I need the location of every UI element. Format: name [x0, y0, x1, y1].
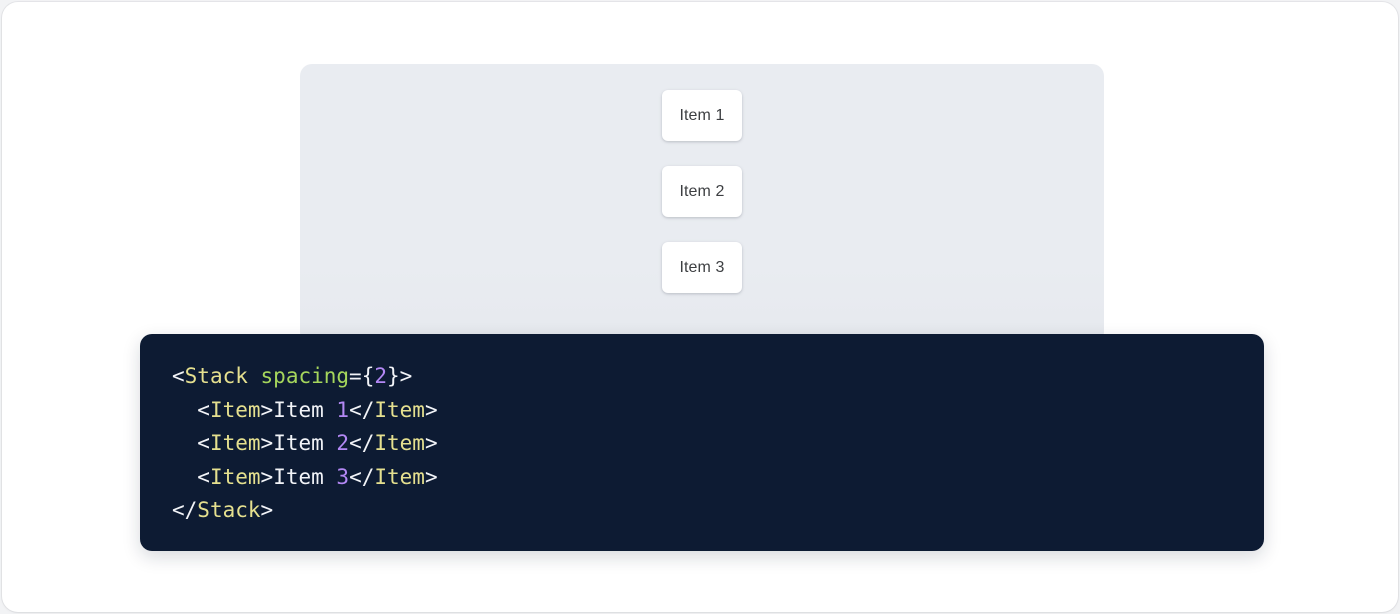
code-token-punct: >: [399, 364, 413, 388]
code-token-punct: >: [260, 397, 274, 422]
code-token-text: Item: [273, 464, 337, 489]
code-token-punct: }: [387, 364, 400, 388]
code-token-punct: >: [424, 464, 438, 489]
code-token-tag: Item: [209, 397, 261, 422]
code-line: <Item>Item 3</Item>: [172, 461, 1264, 495]
code-token-tag: Item: [209, 464, 261, 489]
stack-item[interactable]: Item 1: [662, 90, 742, 141]
code-token-space: [172, 431, 197, 455]
code-token-tag: Stack: [184, 364, 248, 388]
code-token-punct: =: [349, 364, 362, 388]
code-token-punct: <: [197, 397, 210, 422]
code-line: <Item>Item 2</Item>: [172, 427, 1264, 461]
code-token-text: Item: [273, 397, 337, 422]
code-token-punct: >: [260, 498, 274, 523]
code-token-punct: >: [260, 431, 274, 456]
code-token-punct: {: [361, 364, 375, 388]
code-token-space: [248, 364, 261, 388]
code-token-tag: Item: [374, 397, 425, 422]
code-line: <Stack spacing={2}>: [172, 360, 1264, 394]
code-token-attr: spacing: [260, 364, 350, 388]
code-token-num: 2: [336, 431, 350, 456]
code-token-punct: </: [349, 397, 375, 422]
stack-item[interactable]: Item 3: [662, 242, 742, 293]
stack-container: Item 1 Item 2 Item 3: [300, 64, 1104, 293]
code-snippet-panel: <Stack spacing={2}> <Item>Item 1</Item> …: [140, 334, 1264, 551]
stack-item-label: Item 2: [679, 182, 725, 200]
code-token-punct: </: [172, 498, 198, 523]
code-token-tag: Item: [209, 431, 261, 456]
code-token-punct: <: [172, 364, 185, 388]
stack-item-label: Item 3: [679, 258, 725, 276]
code-token-num: 1: [336, 397, 350, 422]
code-token-punct: </: [349, 464, 375, 489]
code-token-punct: >: [260, 464, 274, 489]
code-token-tag: Item: [374, 464, 425, 489]
stack-item[interactable]: Item 2: [662, 166, 742, 217]
code-token-tag: Stack: [197, 498, 261, 523]
code-token-punct: <: [197, 464, 210, 489]
code-token-punct: >: [424, 397, 438, 422]
code-token-space: [172, 465, 197, 489]
code-token-num: 3: [336, 464, 350, 489]
code-block: <Stack spacing={2}> <Item>Item 1</Item> …: [172, 360, 1264, 528]
component-preview-surface: Item 1 Item 2 Item 3: [300, 64, 1104, 344]
code-token-num: 2: [374, 364, 388, 388]
code-token-text: Item: [273, 431, 337, 456]
code-line: <Item>Item 1</Item>: [172, 394, 1264, 428]
code-token-tag: Item: [374, 431, 425, 456]
stack-item-label: Item 1: [679, 106, 725, 124]
code-token-space: [172, 398, 197, 422]
code-token-punct: >: [424, 431, 438, 456]
code-line: </Stack>: [172, 494, 1264, 528]
code-token-punct: <: [197, 431, 210, 456]
code-token-punct: </: [349, 431, 375, 456]
